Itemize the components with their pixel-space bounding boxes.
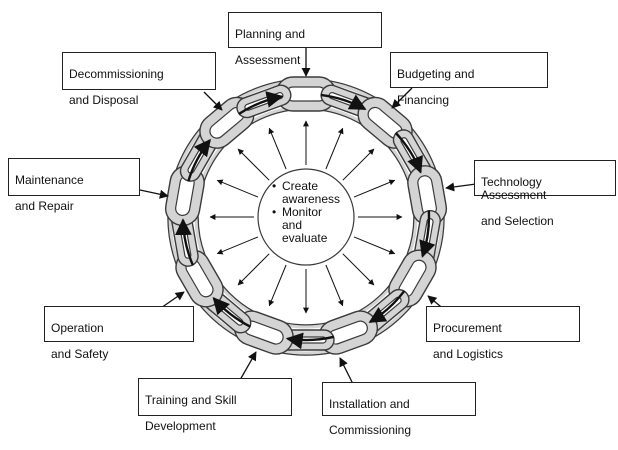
pointer-decommissioning: [203, 91, 223, 111]
spoke-arrow: [342, 148, 375, 181]
stage-box-operation: Operation and Safety: [44, 306, 194, 361]
pointer-training: [239, 351, 257, 381]
spoke-arrow: [353, 236, 396, 255]
pointer-budgeting: [391, 87, 413, 109]
spoke-arrow: [342, 253, 375, 286]
flow-arrow: [212, 297, 251, 328]
chain-cycle-diagram: [139, 48, 477, 387]
stage-label-line: and Repair: [15, 199, 74, 213]
stage-label-line: Commissioning: [329, 423, 412, 437]
spoke-arrow: [268, 127, 287, 170]
flow-arrow: [419, 210, 436, 258]
stage-label-line: Operation: [51, 321, 104, 335]
stage-label-line: Training and Skill: [145, 393, 237, 407]
flow-arrow: [187, 138, 211, 182]
stage-box-installation: Installation and Commissioning: [322, 382, 476, 437]
flow-arrow: [368, 290, 406, 324]
center-line: Monitor: [282, 205, 323, 219]
stage-label-line: Assessment: [235, 53, 301, 67]
center-line: evaluate: [282, 231, 328, 245]
stage-label-line: Decommissioning: [69, 67, 164, 81]
center-line: awareness: [282, 192, 341, 206]
stage-label-line: Budgeting and: [397, 67, 475, 81]
center-item-monitor: • Monitor and evaluate: [272, 206, 352, 245]
spoke-arrow: [353, 179, 396, 198]
stage-label-line: and Selection: [481, 214, 554, 228]
stage-label-line: Development: [145, 419, 216, 433]
center-item-create: • Create awareness: [272, 180, 352, 206]
spoke-arrow: [268, 264, 287, 307]
stage-label-line: Technology Assessment: [481, 175, 547, 202]
spoke-arrow: [216, 236, 259, 255]
stage-box-technology: Technology Assessment and Selection: [474, 160, 616, 228]
stage-label-line: and Safety: [51, 347, 109, 361]
stage-box-decommissioning: Decommissioning and Disposal: [62, 52, 216, 107]
center-actions: • Create awareness • Monitor and evaluat…: [272, 180, 352, 245]
flow-arrow: [238, 91, 284, 116]
spoke-arrow: [237, 148, 270, 181]
stage-label-line: Procurement: [433, 321, 502, 335]
pointer-installation: [339, 357, 355, 387]
stage-label-line: Financing: [397, 93, 450, 107]
pointer-technology: [445, 182, 477, 192]
flow-arrow: [394, 132, 423, 174]
stage-label-line: and Logistics: [433, 347, 504, 361]
stage-label-line: and Disposal: [69, 93, 139, 107]
center-spoke-arrows: [209, 120, 403, 314]
flow-arrow: [320, 93, 367, 111]
flow-arrow: [174, 218, 195, 266]
spoke-arrow: [325, 264, 344, 307]
spoke-arrow: [216, 179, 259, 198]
stage-label-line: Planning and: [235, 27, 306, 41]
pointer-maintenance: [139, 189, 169, 199]
stage-label-line: Installation and: [329, 397, 410, 411]
flow-arrow: [285, 332, 335, 350]
bullet: •: [272, 179, 277, 193]
stage-label-line: Maintenance: [15, 173, 84, 187]
center-circle: [257, 168, 355, 266]
bullet: •: [272, 205, 277, 219]
stage-box-training: Training and Skill Development: [138, 378, 292, 433]
stage-box-planning: Planning and Assessment: [228, 12, 382, 67]
center-line: Create: [282, 179, 319, 193]
spoke-arrow: [325, 127, 344, 170]
stage-box-budgeting: Budgeting and Financing: [390, 52, 548, 107]
stage-box-maintenance: Maintenance and Repair: [8, 158, 140, 213]
cycle-flow-arrows: [174, 91, 436, 350]
center-line: and: [282, 218, 303, 232]
stage-box-procurement: Procurement and Logistics: [426, 306, 580, 361]
spoke-arrow: [237, 253, 270, 286]
